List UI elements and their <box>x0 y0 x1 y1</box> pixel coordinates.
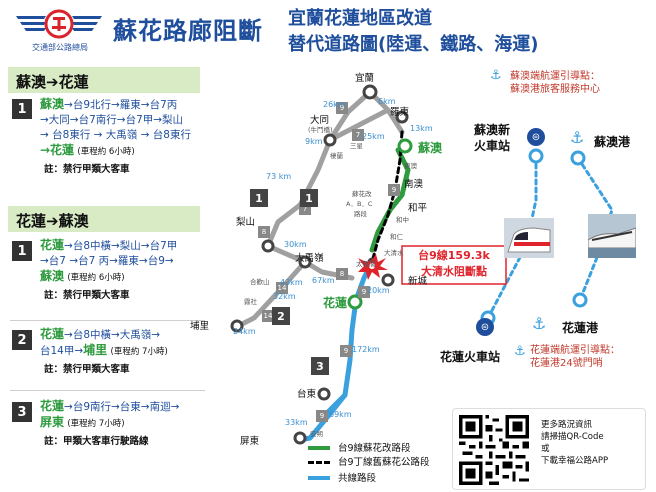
anchor-icon: ⚓ <box>514 344 526 359</box>
place-puli: 埔里 <box>190 321 210 332</box>
distance-label: 6km <box>378 97 396 106</box>
place-taroko: 太魯閣 <box>356 260 376 268</box>
distance-label: 172km <box>352 345 380 354</box>
distance-label: 43km <box>280 278 303 287</box>
place-abc: A．B．C <box>346 200 373 208</box>
distance-label: 69km <box>329 410 352 419</box>
divider <box>10 320 205 321</box>
place-wushe: 霧社 <box>244 298 257 306</box>
legend: 台9線蘇花改路段 台9丁線舊蘇花公路段 共線路段 <box>300 440 450 490</box>
place-datong: 大同 <box>310 115 330 126</box>
place-yilan: 宜蘭 <box>355 73 375 84</box>
legend-suhua-improved: 台9線蘇花改路段 <box>338 443 411 454</box>
block-point-icon <box>358 254 388 280</box>
route-badge: 7 <box>352 129 364 141</box>
place-hualien: 花蓮 <box>323 296 348 310</box>
sn-option-3: 花蓮→台9南行→台東→南迴→ 屏東 (車程約 7小時) 註：甲類大客車行駛路線 <box>40 399 180 447</box>
place-xincheng: 新城 <box>408 276 428 287</box>
alt-route-3-marker: 3 <box>311 357 329 375</box>
sn-option-2-number: 2 <box>12 330 32 350</box>
alt-route-2-marker: 2 <box>272 307 290 325</box>
suao-port-info: 蘇澳端航運引導點： 蘇澳港旅客服務中心 <box>510 71 600 95</box>
suao-port-label: 蘇澳港 <box>594 135 631 149</box>
distance-label: 20km <box>367 286 390 295</box>
distance-label: 73 km <box>266 172 292 181</box>
route-badge: 8 <box>336 268 348 280</box>
ship-image <box>587 214 637 258</box>
alt-route-1-marker: 1 <box>250 189 268 207</box>
route-badge: 9 <box>316 410 328 422</box>
place-anshuo: 安朔 <box>310 430 323 438</box>
hualien-port-label: 花蓮港 <box>562 321 599 335</box>
place-qingshui: 大清水 <box>384 249 404 257</box>
route-badge: 8 <box>258 226 270 238</box>
place-section: 路段 <box>354 210 367 218</box>
place-taitung: 台東 <box>297 389 317 400</box>
place-lishan: 梨山 <box>236 217 256 228</box>
ns-note: 註：禁行甲類大客車 <box>44 164 130 175</box>
place-suhua-improve: 蘇花改 <box>352 190 372 198</box>
ns-option-1-number: 1 <box>12 99 32 119</box>
qr-panel: 更多路況資訊 請掃描QR-Code 或 下載幸福公路APP <box>452 408 646 490</box>
train-image <box>504 218 554 258</box>
place-dongao: 東澳 <box>404 162 417 170</box>
page-subtitle-2: 替代道路圖(陸運、鐵路、海運) <box>288 34 539 55</box>
route-badge: 9 <box>336 102 348 114</box>
sn-option-1: 花蓮→台8中橫→梨山→台7甲 →台7 →台7 丙→羅東→台9→ 蘇澳 (車程約 … <box>40 238 178 301</box>
qr-code[interactable] <box>459 415 529 485</box>
place-nanao: 南澳 <box>404 179 424 190</box>
sn-option-1-number: 1 <box>12 241 32 261</box>
hualien-station-label: 花蓮火車站 <box>440 350 501 364</box>
route-badge: 9 <box>388 184 400 196</box>
suao-station-label: 蘇澳新 火車站 <box>474 123 511 153</box>
railway-station-icon: ⊜ <box>476 318 494 336</box>
railway-station-icon: ⊜ <box>527 128 545 146</box>
page-title: 蘇花路廊阻斷 <box>113 17 263 45</box>
route-badge: 9 <box>340 345 352 357</box>
south-north-heading: 花蓮➔蘇澳 <box>8 206 200 232</box>
agency-logo <box>14 8 104 52</box>
place-jiuwan: 棲蘭 <box>330 152 343 160</box>
distance-label: 25km <box>362 132 385 141</box>
place-heping: 和平 <box>408 203 428 214</box>
page-subtitle-1: 宜蘭花蓮地區改道 <box>288 8 432 29</box>
place-hehuan: 合歡山 <box>250 278 270 286</box>
distance-label: 30km <box>284 240 307 249</box>
anchor-icon: ⚓ <box>532 314 547 333</box>
north-south-heading: 蘇澳➔花蓮 <box>8 67 200 93</box>
distance-label: 32km <box>273 292 296 301</box>
place-heren: 和仁 <box>390 233 403 241</box>
ns-option-1: 蘇澳→台9北行→羅東→台7丙 →大同→台7南行→台7甲→梨山 → 台8東行 → … <box>40 97 191 175</box>
route-badge: 14 <box>276 282 288 294</box>
distance-label: 24km <box>233 327 256 336</box>
place-dayuling: 大禹嶺 <box>295 253 324 264</box>
legend-old-suhua: 台9丁線舊蘇花公路段 <box>338 457 430 468</box>
qr-text: 更多路況資訊 請掃描QR-Code 或 下載幸福公路APP <box>541 420 609 466</box>
route-badge: 14 <box>262 310 274 322</box>
distance-label: 13km <box>410 124 433 133</box>
anchor-icon: ⚓ <box>570 128 585 147</box>
sn-option-2: 花蓮→台8中橫→大禹嶺→ 台14甲→埔里 (車程約 7小時) 註：禁行甲類大客車 <box>40 327 168 375</box>
place-datong-sub: (牛鬥橋) <box>308 126 333 134</box>
anchor-icon: ⚓ <box>490 68 502 83</box>
place-pingtung: 屏東 <box>240 436 260 447</box>
place-sanxing: 三星 <box>350 142 363 150</box>
distance-label: 9km <box>305 137 323 146</box>
sn-option-3-number: 3 <box>12 402 32 422</box>
place-luodong: 羅東 <box>390 107 410 118</box>
place-suao: 蘇澳 <box>418 141 443 155</box>
agency-name: 交通部公路總局 <box>32 43 88 52</box>
divider <box>10 390 205 391</box>
block-point-label: 台9線159.3k 大清水阻斷點 <box>418 249 490 278</box>
route-badge: 9 <box>358 286 370 298</box>
legend-shared: 共線路段 <box>338 473 377 484</box>
distance-label: 26km <box>323 100 346 109</box>
distance-label: 67km <box>312 276 335 285</box>
place-hecheng: 和中 <box>396 216 409 224</box>
distance-label: 33km <box>285 418 308 427</box>
alt-route-1-marker: 1 <box>300 189 318 207</box>
hualien-port-info: 花蓮端航運引導點： 花蓮港24號門哨 <box>530 345 620 369</box>
ns-start: 蘇澳 <box>40 97 65 111</box>
